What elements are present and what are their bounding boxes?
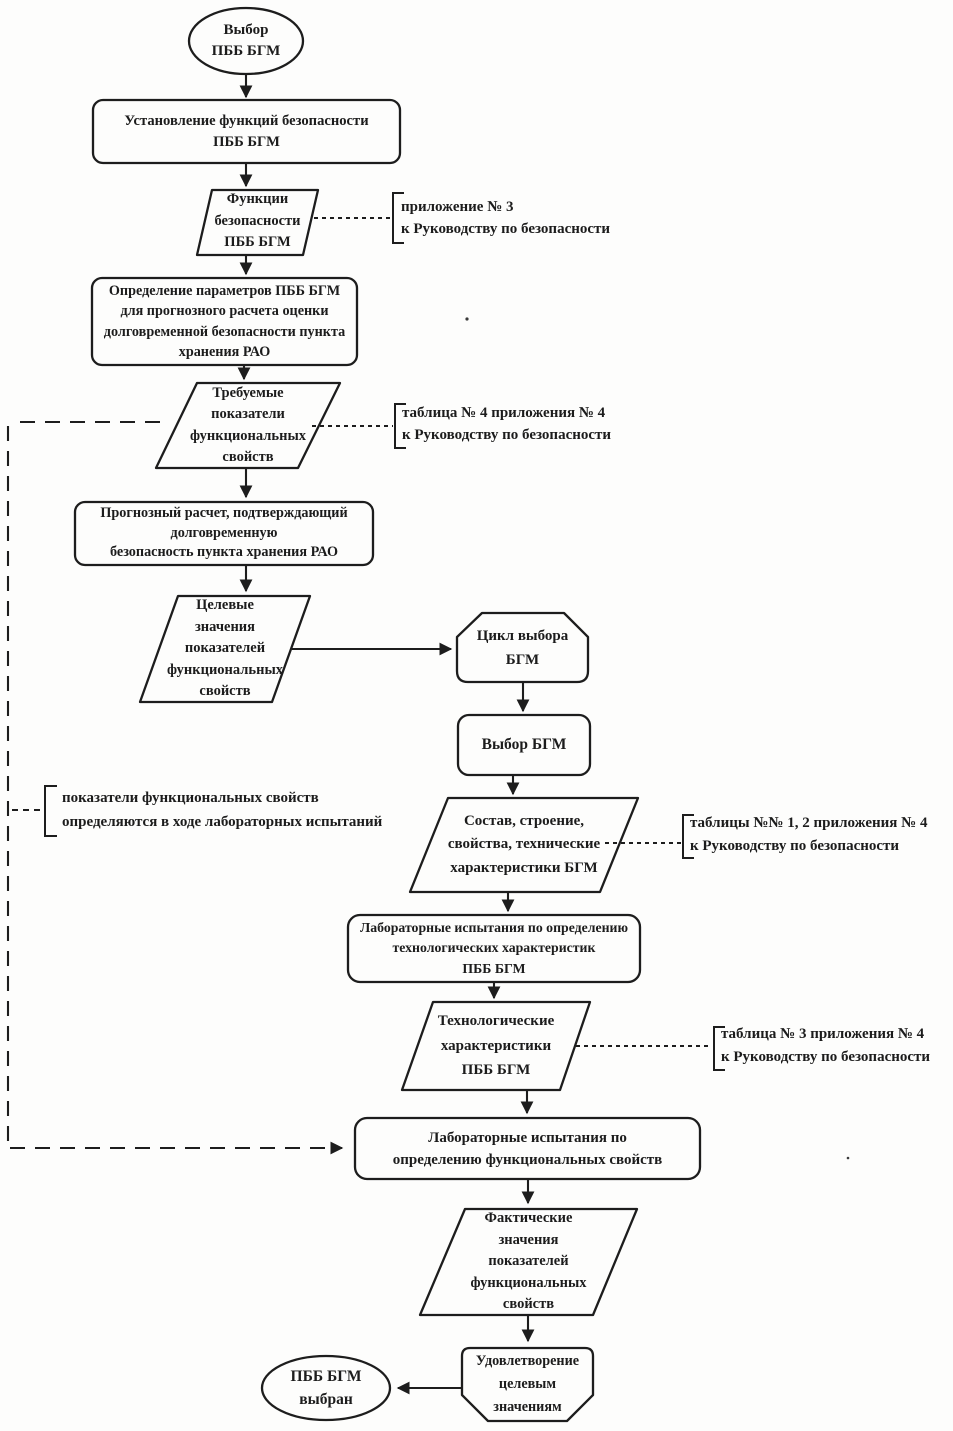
node-select-bgm: Выбор БГМ <box>481 736 567 753</box>
node-selection-cycle: Цикл выбора БГМ <box>476 627 569 668</box>
select-bgm-box <box>456 713 592 777</box>
bracket-tables1-2 <box>682 814 694 859</box>
scan-speck <box>465 317 469 321</box>
required-indicators-parallelogram <box>154 381 342 470</box>
bracket-table3 <box>713 1026 725 1071</box>
target-values-parallelogram <box>138 594 312 704</box>
annotation-lab-note: показатели функциональных свойств опреде… <box>62 790 383 830</box>
satisfy-targets-pentagon <box>460 1346 595 1423</box>
annotation-table4: таблица № 4 приложения № 4 к Руководству… <box>402 405 612 443</box>
define-parameters-box <box>90 276 359 367</box>
safety-functions-parallelogram <box>195 188 320 257</box>
tech-characteristics-parallelogram <box>400 1000 592 1092</box>
composition-parallelogram <box>408 796 640 894</box>
start-oval-shape <box>187 6 305 76</box>
establish-functions-box <box>91 98 402 165</box>
node-safety-functions: Функции безопасности ПББ БГМ <box>214 191 301 251</box>
node-required-indicators: Требуемые показатели функциональных свой… <box>189 384 307 466</box>
annotation-table3: таблица № 3 приложения № 4 к Руководству… <box>721 1026 931 1065</box>
node-tech-characteristics: Технологические характеристики ПББ БГМ <box>437 1013 555 1079</box>
node-establish-functions: Установление функций безопасности ПББ БГ… <box>124 112 369 150</box>
selection-cycle-hexagon <box>455 611 590 684</box>
end-oval-shape <box>260 1354 392 1422</box>
node-start: Выбор ПББ БГМ <box>211 22 281 59</box>
bracket-lab-note <box>44 785 57 837</box>
bracket-table4 <box>394 403 406 449</box>
node-actual-values: Фактические значения показателей функцио… <box>470 1210 587 1313</box>
node-target-values: Целевые значения показателей функциональ… <box>166 597 284 700</box>
node-end: ПББ БГМ выбран <box>290 1368 362 1408</box>
actual-values-parallelogram <box>418 1207 639 1317</box>
forecast-calc-box <box>73 500 375 567</box>
node-lab-tests-tech: Лабораторные испытания по определению те… <box>359 919 629 976</box>
annotation-appendix3: приложение № 3 к Руководству по безопасн… <box>401 199 611 237</box>
node-composition: Состав, строение, свойства, технические … <box>447 812 601 876</box>
scan-speck <box>846 1156 850 1160</box>
annotation-tables1-2: таблицы №№ 1, 2 приложения № 4 к Руковод… <box>690 815 928 854</box>
node-satisfy-targets: Удовлетворение целевым значениям <box>475 1353 580 1415</box>
bracket-appendix3 <box>392 192 404 244</box>
node-define-parameters: Определение параметров ПББ БГМ для прогн… <box>103 282 346 361</box>
node-lab-tests-func: Лабораторные испытания по определению фу… <box>392 1129 663 1168</box>
node-forecast-calc: Прогнозный расчет, подтверждающий долгов… <box>100 505 348 561</box>
lab-tests-tech-box <box>346 913 642 984</box>
lab-tests-func-box <box>353 1116 702 1181</box>
